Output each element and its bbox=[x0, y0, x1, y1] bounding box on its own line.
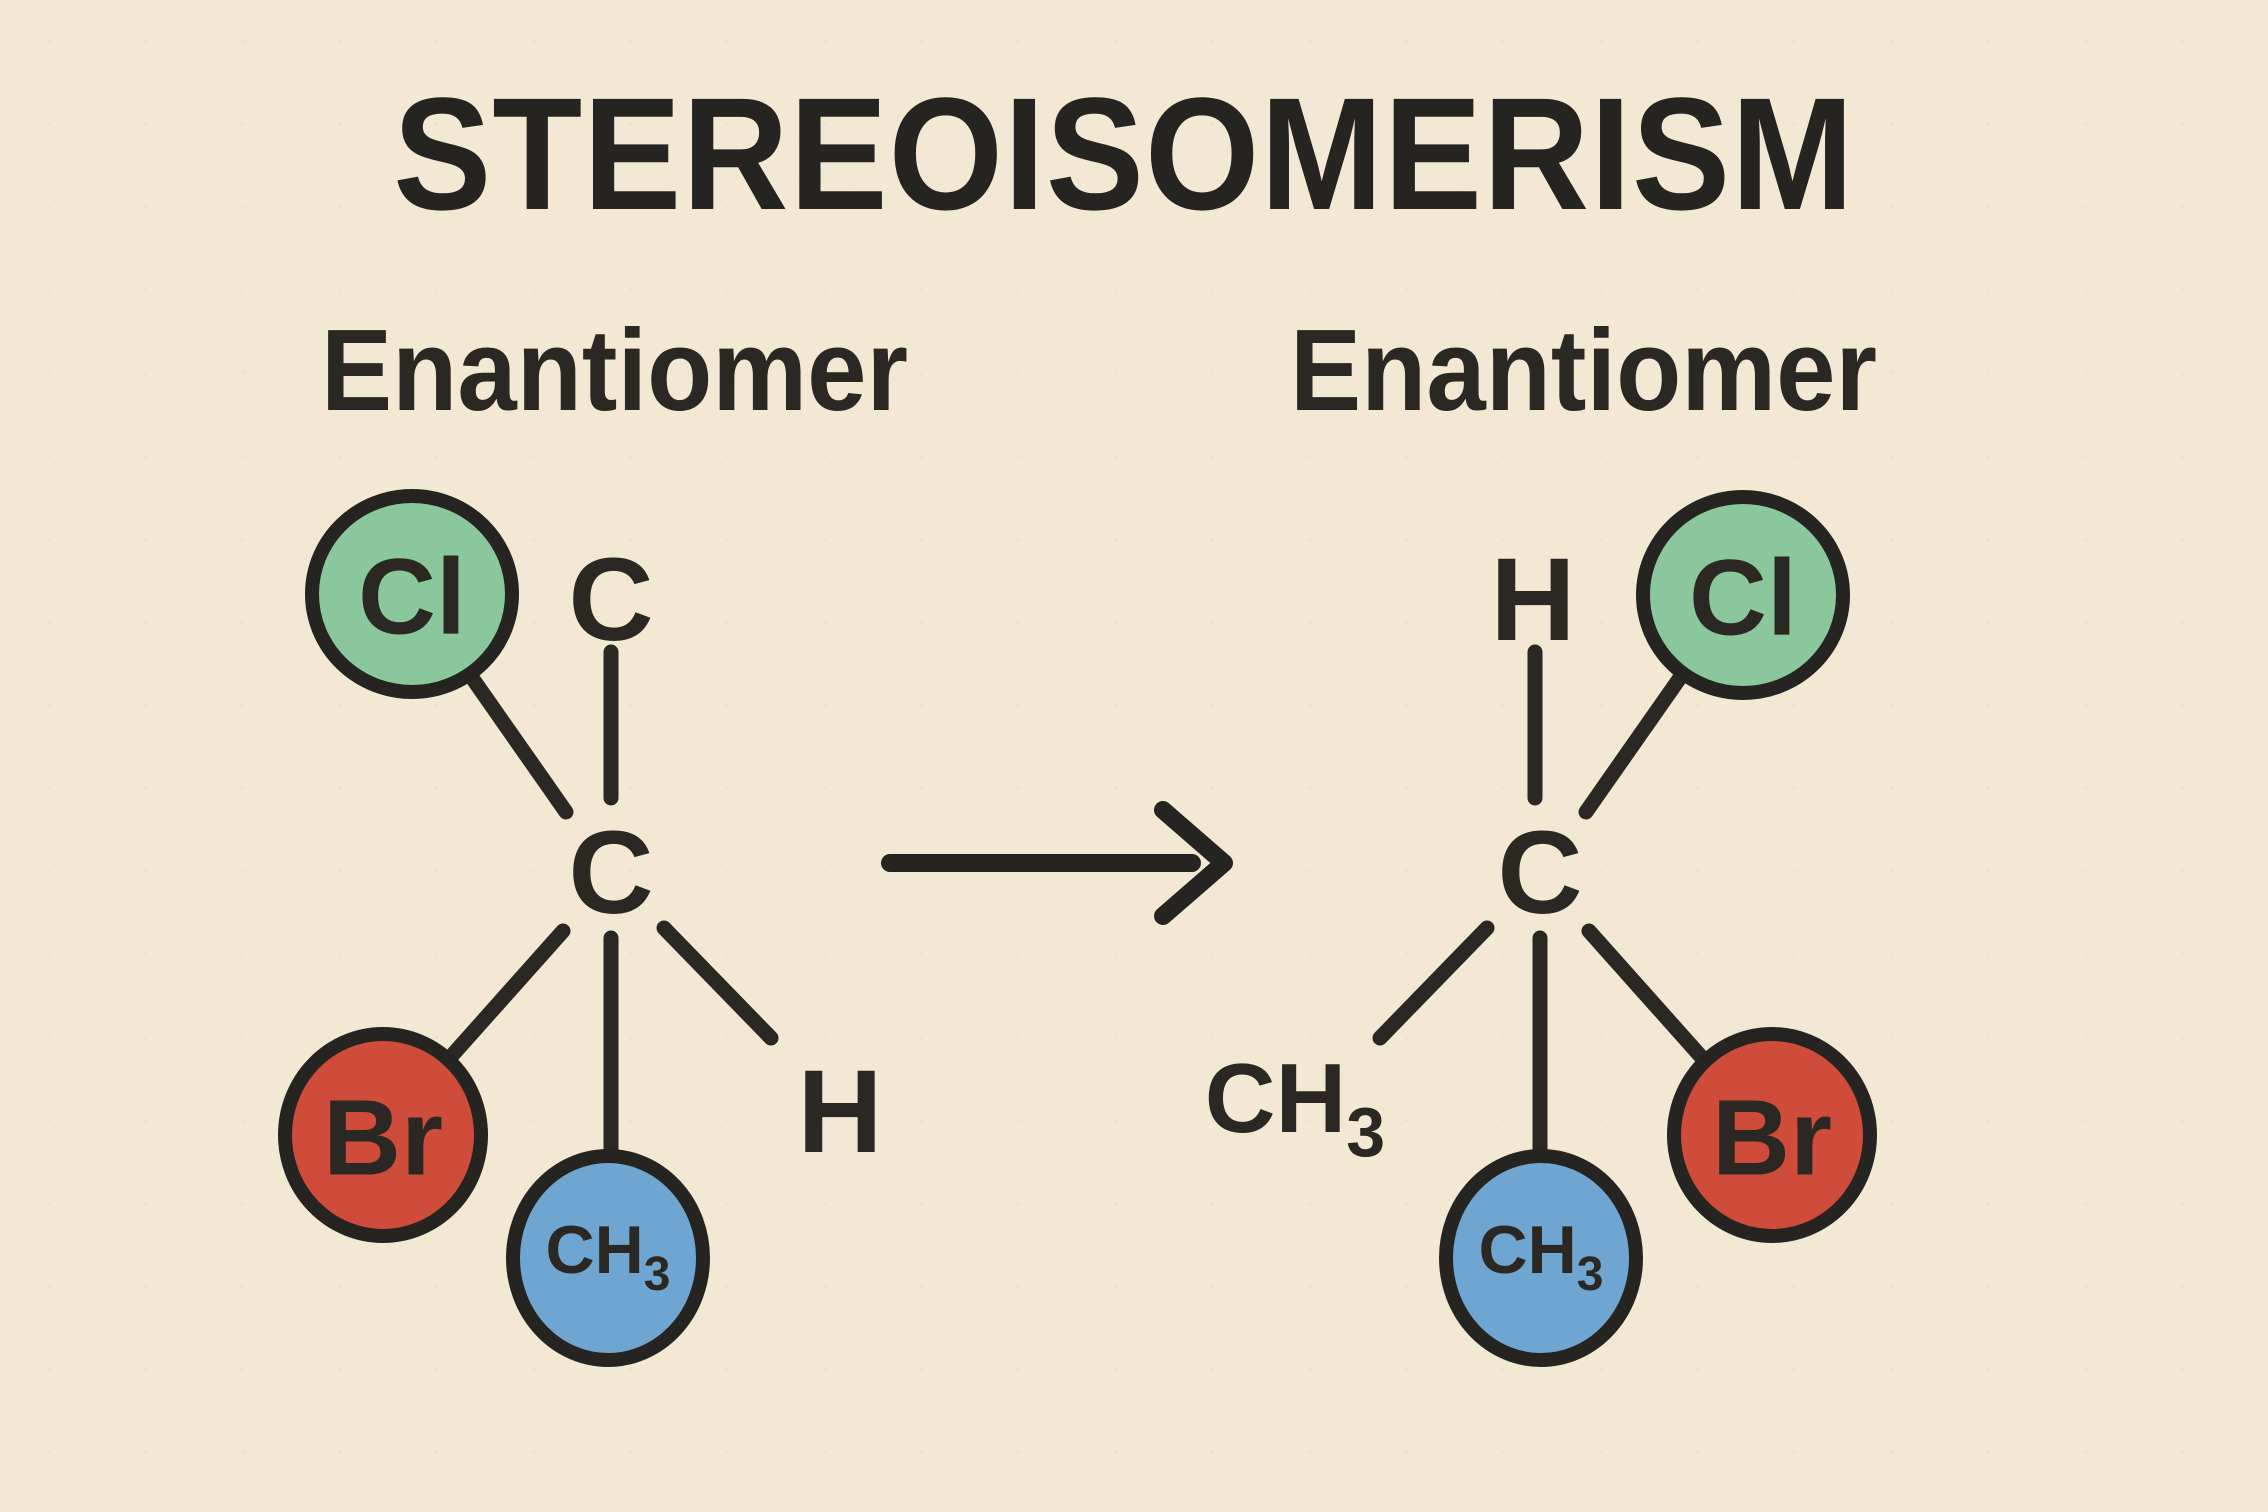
right-top-hydrogen: H bbox=[1490, 534, 1575, 666]
reaction-arrow bbox=[881, 801, 1233, 925]
left-enantiomer-heading: Enantiomer bbox=[321, 305, 909, 435]
left-hydrogen: H bbox=[797, 1046, 882, 1178]
right-methyl-circle bbox=[1439, 1149, 1643, 1367]
left-bromine-label: Br bbox=[323, 1077, 443, 1198]
left-methyl-label: CH3 bbox=[546, 1212, 671, 1301]
right-bond-centralC-br bbox=[1581, 923, 1712, 1068]
left-central-carbon: C bbox=[568, 807, 653, 939]
right-chlorine-circle bbox=[1636, 490, 1850, 700]
left-bond-cl-centralC bbox=[460, 664, 574, 820]
left-bromine-circle bbox=[278, 1027, 488, 1243]
right-methyl-circle-label: CH3 bbox=[1479, 1212, 1604, 1301]
right-chlorine-label: Cl bbox=[1689, 537, 1797, 658]
left-chlorine-label: Cl bbox=[358, 536, 466, 657]
left-top-carbon: C bbox=[568, 534, 653, 666]
right-bromine-label: Br bbox=[1712, 1077, 1832, 1198]
left-bond-centralC-br bbox=[440, 923, 571, 1068]
right-enantiomer-heading: Enantiomer bbox=[1290, 305, 1878, 435]
right-bromine-circle bbox=[1667, 1027, 1877, 1243]
right-bond-cl-centralC bbox=[1578, 664, 1692, 820]
right-methyl-text: CH3 bbox=[1205, 1043, 1385, 1171]
arrow-head bbox=[1154, 801, 1233, 925]
left-bond-centralC-h bbox=[656, 920, 779, 1046]
left-chlorine-circle bbox=[305, 489, 519, 699]
page-title: STEREOISOMERISM bbox=[393, 64, 1855, 243]
right-central-carbon: C bbox=[1497, 807, 1582, 939]
left-methyl-circle bbox=[506, 1149, 710, 1367]
right-bond-centralC-ch3text bbox=[1372, 920, 1495, 1046]
